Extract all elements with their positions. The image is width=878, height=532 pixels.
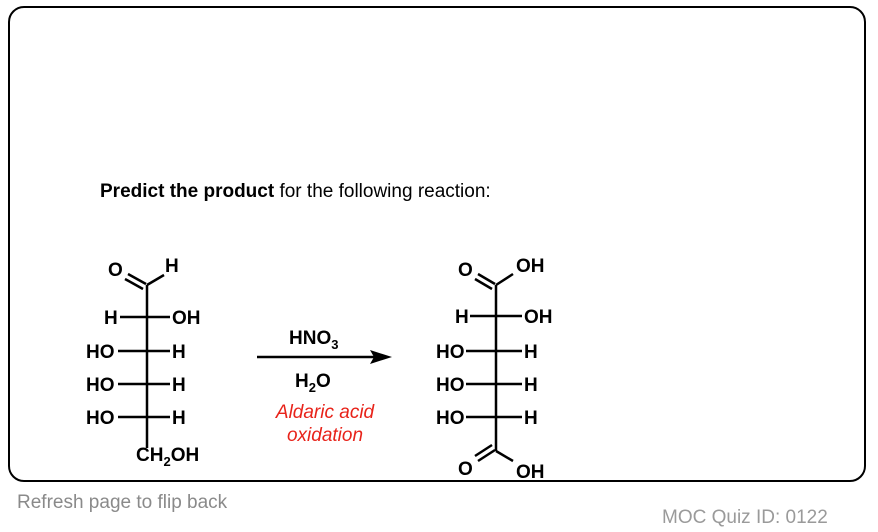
reactant-aldehyde-h: H <box>165 256 179 277</box>
product-top-o: O <box>458 260 473 281</box>
product-c4-left: HO <box>436 375 465 396</box>
arrow-head <box>370 350 392 364</box>
product-c5-left: HO <box>436 408 465 429</box>
quiz-card <box>8 6 866 482</box>
question-bold: Predict the product <box>100 181 275 202</box>
product-c4-right: H <box>524 375 538 396</box>
product-bottom-oh: OH <box>516 462 545 483</box>
product-c5-right: H <box>524 408 538 429</box>
product-bottom-o: O <box>458 459 473 480</box>
product-top-oh: OH <box>516 256 545 277</box>
reactant-c4-left: HO <box>86 375 115 396</box>
quiz-id: MOC Quiz ID: 0122 <box>662 507 828 528</box>
reactant-c3-left: HO <box>86 342 115 363</box>
question-rest: for the following reaction: <box>274 181 491 202</box>
note-line-2: oxidation <box>287 425 363 446</box>
reactant-structure: O H H OH HO H HO H HO H CH2OH <box>86 256 201 469</box>
product-structure: O OH H OH HO H HO H HO H O OH <box>436 256 553 483</box>
reactant-c4-right: H <box>172 375 186 396</box>
reactant-c3-right: H <box>172 342 186 363</box>
reagent-hno3: HNO3 <box>289 328 338 352</box>
reactant-ch2oh: CH2OH <box>136 445 199 469</box>
question-text: Predict the product for the following re… <box>100 181 491 203</box>
reactant-c5-right: H <box>172 408 186 429</box>
reactant-c5-left: HO <box>86 408 115 429</box>
refresh-hint: Refresh page to flip back <box>17 492 228 513</box>
note-line-1: Aldaric acid <box>275 402 376 423</box>
product-c2-left: H <box>455 307 469 328</box>
solvent-h2o: H2O <box>295 371 331 395</box>
reaction-conditions: HNO3 H2O Aldaric acid oxidation <box>257 328 392 446</box>
reactant-c2-left: H <box>104 308 118 329</box>
reactant-c2-right: OH <box>172 308 201 329</box>
product-c3-right: H <box>524 342 538 363</box>
product-c3-left: HO <box>436 342 465 363</box>
reactant-aldehyde-o: O <box>108 260 123 281</box>
product-c2-right: OH <box>524 307 553 328</box>
